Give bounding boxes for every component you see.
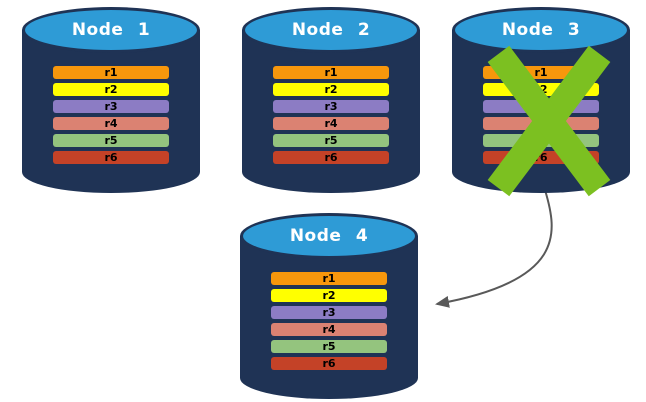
replica-row-r4: r4 xyxy=(273,117,389,130)
node-2: Node 2 r1 r2 r3 r4 r5 r6 xyxy=(242,7,420,193)
replica-row-r6: r6 xyxy=(273,151,389,164)
replica-row-r4: r4 xyxy=(53,117,169,130)
node-2-label: Node 2 xyxy=(291,20,371,40)
node-1-label: Node 1 xyxy=(71,20,151,40)
node-4-rows: r1 r2 r3 r4 r5 r6 xyxy=(271,272,387,374)
replica-row-r4: r4 xyxy=(271,323,387,336)
node-3-cylinder-top: Node 3 xyxy=(452,7,630,53)
failure-x-icon xyxy=(487,45,610,196)
replica-row-r5: r5 xyxy=(53,134,169,147)
node-3-label: Node 3 xyxy=(501,20,581,40)
replica-row-r6: r6 xyxy=(53,151,169,164)
node-1-cylinder-top: Node 1 xyxy=(22,7,200,53)
node-4: Node 4 r1 r2 r3 r4 r5 r6 xyxy=(240,213,418,399)
replica-row-r1: r1 xyxy=(53,66,169,79)
replica-row-r5: r5 xyxy=(273,134,389,147)
replica-row-r6: r6 xyxy=(271,357,387,370)
arrow-path xyxy=(435,189,553,308)
replica-row-r5: r5 xyxy=(271,340,387,353)
replica-row-r1: r1 xyxy=(273,66,389,79)
node-1-rows: r1 r2 r3 r4 r5 r6 xyxy=(53,66,169,168)
node-4-label: Node 4 xyxy=(289,226,369,246)
node-2-cylinder-top: Node 2 xyxy=(242,7,420,53)
failover-arrow xyxy=(435,189,553,308)
node-2-rows: r1 r2 r3 r4 r5 r6 xyxy=(273,66,389,168)
node-3: Node 3 r1 r2 r3 r4 r5 r6 xyxy=(452,7,630,196)
replica-row-r3: r3 xyxy=(271,306,387,319)
node-4-cylinder-top: Node 4 xyxy=(240,213,418,259)
replica-row-r1: r1 xyxy=(271,272,387,285)
node-1: Node 1 r1 r2 r3 r4 r5 r6 xyxy=(22,7,200,193)
replica-row-r2: r2 xyxy=(273,83,389,96)
replica-row-r2: r2 xyxy=(53,83,169,96)
replica-row-r2: r2 xyxy=(271,289,387,302)
replica-row-r3: r3 xyxy=(53,100,169,113)
replica-row-r3: r3 xyxy=(273,100,389,113)
